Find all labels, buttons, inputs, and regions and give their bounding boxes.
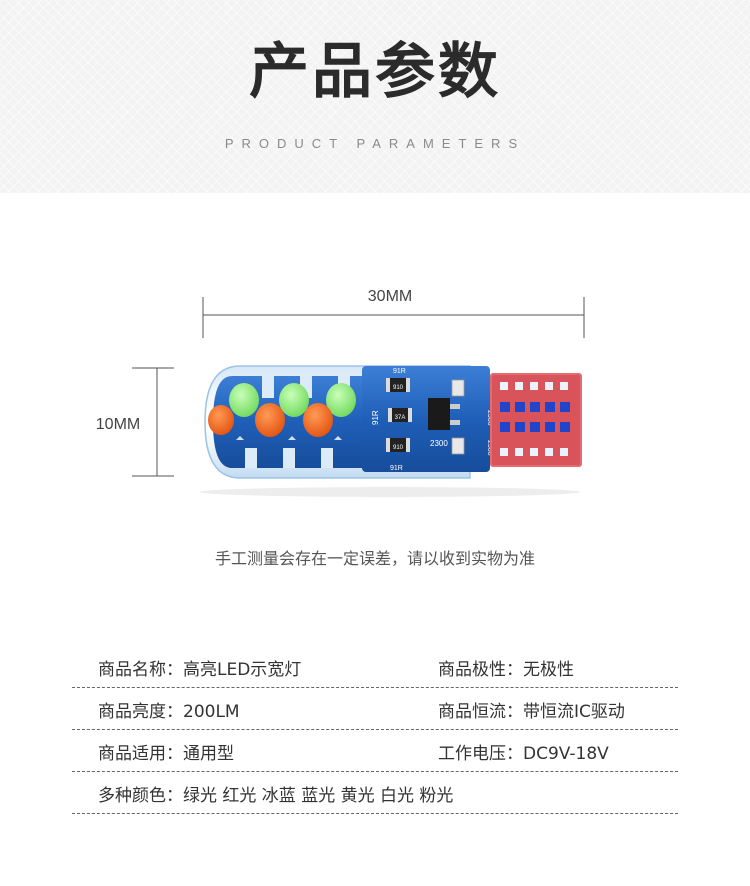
spec-compatibility: 商品适用：通用型 [98, 744, 234, 764]
green-led-row [229, 383, 356, 417]
connector-pad-grid [500, 382, 570, 456]
ic-chip [428, 398, 450, 430]
green-led [326, 383, 356, 417]
chip-code: 910 [393, 445, 404, 451]
solder-mark [288, 436, 296, 440]
pcb-slot [245, 448, 257, 468]
resistor-chip: 910 [386, 378, 410, 392]
spec-name: 商品名称：高亮LED示宽灯 [98, 660, 302, 680]
spec-table: 商品名称：高亮LED示宽灯 商品极性：无极性 商品亮度：200LM 商品恒流：带… [72, 646, 678, 814]
drop-shadow [200, 487, 580, 497]
spec-brightness: 商品亮度：200LM [98, 702, 240, 722]
chip-code: 37A [395, 415, 406, 421]
orange-led [303, 403, 333, 437]
diode [451, 437, 465, 455]
orange-led [208, 405, 234, 435]
spec-colors: 多种颜色：绿光 红光 冰蓝 蓝光 黄光 白光 粉光 [98, 786, 454, 806]
orange-led-row [208, 403, 333, 437]
spec-voltage: 工作电压：DC9V-18V [438, 744, 609, 764]
height-dimension-label: 10MM [95, 416, 141, 433]
width-dimension-label: 30MM [367, 288, 413, 305]
spec-row: 商品适用：通用型 工作电压：DC9V-18V [72, 730, 678, 772]
solder-mark [236, 436, 244, 440]
spec-row: 多种颜色：绿光 红光 冰蓝 蓝光 黄光 白光 粉光 [72, 772, 678, 814]
silkscreen-label: 2300 [486, 440, 493, 456]
silkscreen-label: 2300 [486, 410, 493, 426]
silkscreen-label: 91R [371, 410, 380, 425]
orange-led [255, 403, 285, 437]
led-bulb-illustration: 910 37A 910 91R 91R 2300 91R 2300 2300 [200, 365, 582, 497]
dimension-lines [132, 297, 585, 477]
silkscreen-label: 2300 [430, 439, 448, 448]
spec-polarity: 商品极性：无极性 [438, 660, 574, 680]
silkscreen-label: 91R [393, 368, 406, 375]
pcb-slot [321, 448, 333, 468]
spec-row: 商品亮度：200LM 商品恒流：带恒流IC驱动 [72, 688, 678, 730]
diode [451, 379, 465, 397]
solder-mark [334, 436, 342, 440]
resistor-chip: 37A [388, 408, 412, 422]
pcb-slot [262, 376, 274, 398]
spec-row: 商品名称：高亮LED示宽灯 商品极性：无极性 [72, 646, 678, 688]
pcb-slot [283, 448, 295, 468]
green-led [229, 383, 259, 417]
green-led [279, 383, 309, 417]
pcb-board-exposed [362, 366, 490, 472]
spec-constant-current: 商品恒流：带恒流IC驱动 [438, 702, 625, 722]
chip-code: 910 [393, 385, 404, 391]
page-subtitle: PRODUCT PARAMETERS [224, 136, 526, 151]
page-title: 产品参数 [249, 37, 501, 107]
silkscreen-label: 91R [390, 465, 403, 472]
resistor-chip: 910 [386, 438, 410, 452]
measurement-disclaimer: 手工测量会存在一定误差，请以收到实物为准 [214, 549, 535, 568]
header-band [0, 0, 750, 193]
